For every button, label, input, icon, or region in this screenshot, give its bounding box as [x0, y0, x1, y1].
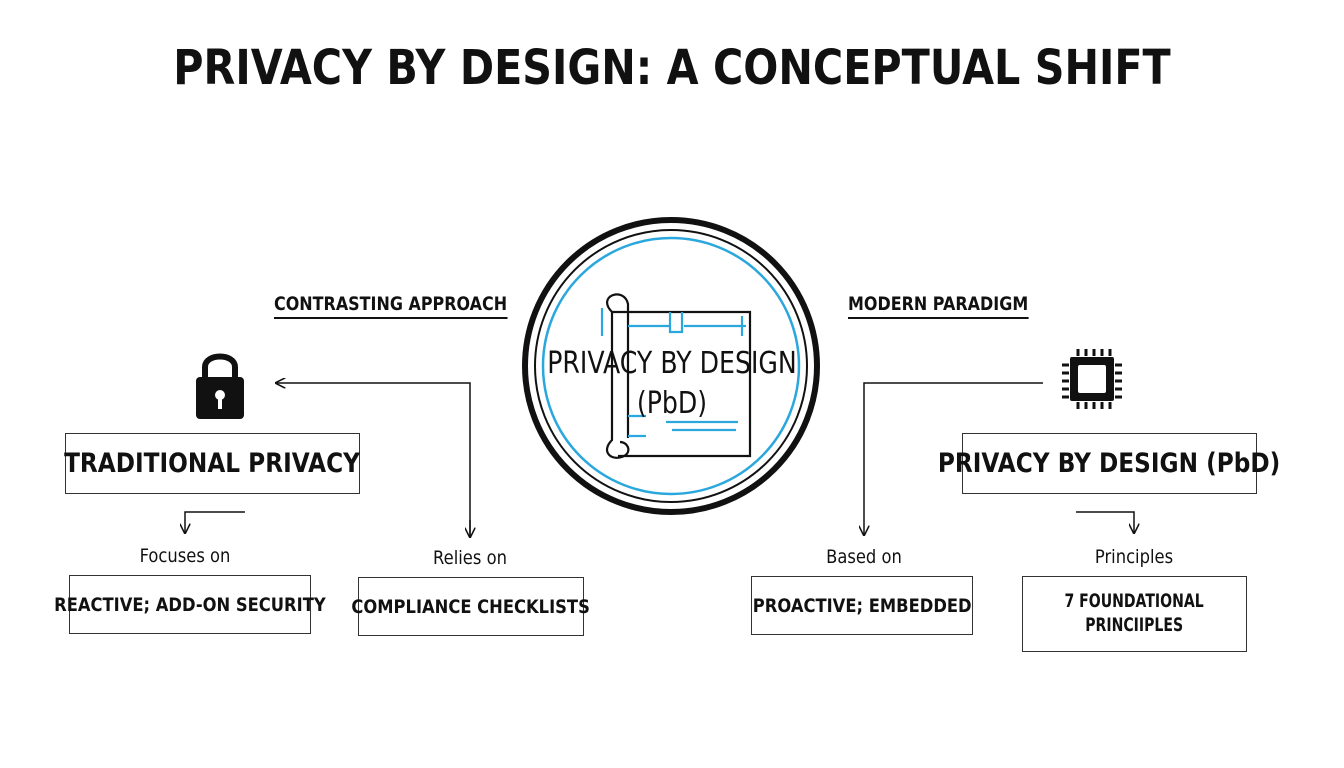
proactive-embedded-label: PROACTIVE; EMBEDDED: [752, 594, 972, 617]
page-title: PRIVACY BY DESIGN: A CONCEPTUAL SHIFT: [173, 40, 1171, 96]
based-on-label: Based on: [826, 546, 902, 568]
center-emblem: [522, 217, 820, 515]
arrow-principles: [1076, 511, 1134, 533]
foundational-principles-box: 7 FOUNDATIONAL PRINCIIPLES: [1022, 576, 1247, 652]
privacy-by-design-label: PRIVACY BY DESIGN (PbD): [938, 448, 1281, 479]
center-label-line2: (PbD): [636, 386, 708, 421]
compliance-checklists-box: COMPLIANCE CHECKLISTS: [352, 577, 590, 636]
heading-contrasting-approach: CONTRASTING APPROACH: [274, 293, 508, 319]
microchip-icon: [1062, 349, 1122, 409]
padlock-icon: [196, 353, 244, 419]
principles-label: Principles: [1094, 546, 1174, 568]
compliance-checklists-label: COMPLIANCE CHECKLISTS: [351, 595, 591, 618]
center-label-line1: PRIVACY BY DESIGN: [547, 346, 797, 381]
arrow-to-traditional: [276, 383, 471, 535]
foundational-principles-line1: 7 FOUNDATIONAL: [1064, 590, 1205, 613]
traditional-privacy-box: TRADITIONAL PRIVACY: [65, 433, 360, 494]
focuses-on-label: Focuses on: [139, 545, 231, 567]
privacy-by-design-box: PRIVACY BY DESIGN (PbD): [938, 433, 1281, 494]
arrow-based-on: [864, 382, 1043, 535]
relies-on-label: Relies on: [433, 547, 507, 569]
traditional-privacy-label: TRADITIONAL PRIVACY: [64, 448, 361, 479]
center-label: PRIVACY BY DESIGN (PbD): [546, 344, 798, 424]
blueprint-scroll-icon: [600, 293, 752, 459]
foundational-principles-line2: PRINCIIPLES: [1085, 614, 1184, 636]
reactive-security-box: REACTIVE; ADD-ON SECURITY: [54, 575, 326, 634]
foundational-principles-label: 7 FOUNDATIONAL PRINCIIPLES: [1054, 590, 1216, 638]
arrow-focuses-on: [185, 511, 245, 533]
reactive-security-label: REACTIVE; ADD-ON SECURITY: [54, 593, 326, 616]
heading-modern-paradigm: MODERN PARADIGM: [848, 293, 1029, 319]
proactive-embedded-box: PROACTIVE; EMBEDDED: [751, 576, 973, 635]
